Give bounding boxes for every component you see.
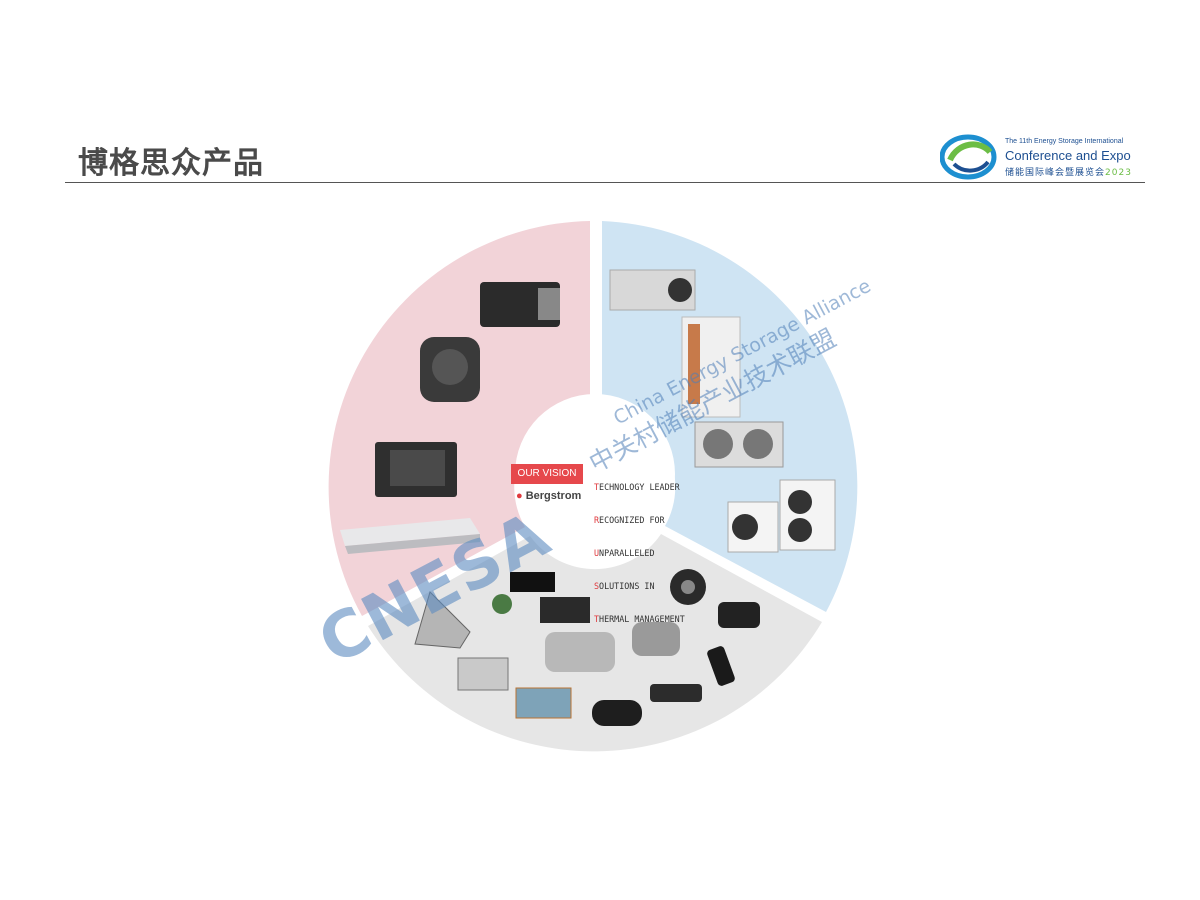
logo-chinese-name: 储能国际峰会暨展览会 [1005, 168, 1106, 178]
logo-chinese-title: 储能国际峰会暨展览会2023 [1005, 165, 1132, 178]
product-radiator [457, 657, 509, 691]
product-blower-2 [718, 602, 760, 628]
logo-subtitle: The 11th Energy Storage International [1005, 138, 1124, 145]
product-pump [707, 646, 735, 686]
product-rack-cooler [609, 269, 696, 311]
center-disk [515, 394, 675, 554]
product-controller-board [492, 572, 590, 623]
title-divider [65, 182, 1145, 183]
brand-mark-icon: ● [516, 490, 523, 502]
product-heat-exchanger [414, 591, 471, 649]
logo-title: Conference and Expo [1005, 148, 1131, 163]
product-outdoor-unit-small [727, 501, 779, 553]
brand-label: Bergstrom [525, 490, 582, 502]
product-blower-unit [420, 337, 480, 402]
product-actuator [650, 684, 702, 702]
vision-line: THERMAL MANAGEMENT [594, 614, 685, 624]
product-evaporator-unit [375, 442, 457, 497]
product-copper-coil [515, 687, 572, 719]
product-outdoor-unit-large [779, 479, 836, 551]
vision-statement: TECHNOLOGY LEADER RECOGNIZED FOR UNPARAL… [594, 460, 685, 636]
page-title: 博格思众产品 [78, 146, 264, 181]
logo-year: 2023 [1105, 168, 1132, 178]
product-condenser-unit [694, 421, 784, 468]
product-fan [670, 569, 706, 605]
product-cabinet-unit [681, 316, 741, 418]
event-logo: The 11th Energy Storage International Co… [940, 134, 1150, 182]
vision-line: SOLUTIONS IN [594, 581, 655, 591]
vision-line: UNPARALLELED [594, 548, 655, 558]
vision-label: OUR VISION [511, 464, 583, 484]
product-hvac-unit-1 [480, 282, 560, 327]
vision-line: RECOGNIZED FOR [594, 515, 665, 525]
product-compressor [545, 632, 615, 672]
vision-line: TECHNOLOGY LEADER [594, 482, 680, 492]
product-motor-1 [632, 622, 680, 656]
brand-name: ● Bergstrom [516, 490, 581, 502]
product-roof-unit [340, 518, 480, 554]
product-wheel [328, 221, 858, 752]
event-logo-mark-icon [940, 134, 997, 180]
product-valve [592, 700, 642, 726]
